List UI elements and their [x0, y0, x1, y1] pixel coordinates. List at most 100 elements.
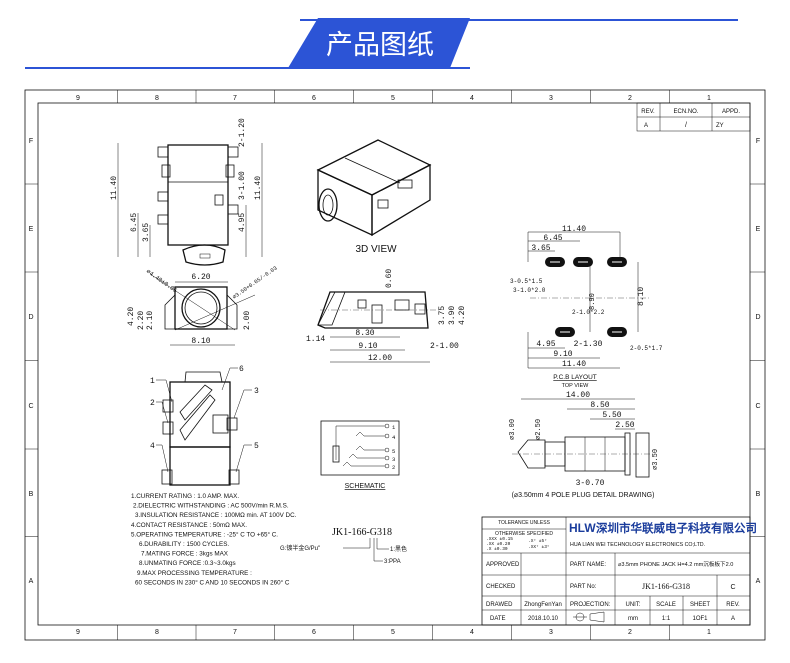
row-label: E — [29, 226, 34, 233]
dimension-label: 9.10 — [553, 350, 572, 359]
dimension-label: SCALE — [656, 602, 676, 608]
row-label: B — [29, 491, 34, 498]
dimension-label: 11.40 — [562, 225, 586, 234]
spec-note: 5.OPERATING TEMPERATURE : -25° C TO +65°… — [131, 530, 278, 538]
dimension-label: 2.50 — [615, 421, 634, 430]
row-label: C — [755, 403, 760, 410]
dimension-label: SHEET — [690, 602, 710, 608]
dimension-label: 2-1.00 — [430, 342, 459, 351]
dimension-label: 1.14 — [306, 335, 325, 344]
dimension-label: P.C.B LAYOUT — [553, 374, 596, 381]
top-view: 11.40 6.45 3.65 11.40 4.95 3-1.00 2-1.20 — [110, 118, 263, 266]
ecn-value: / — [685, 122, 687, 129]
dimension-label: 2.20 — [137, 311, 146, 330]
dimension-label: 2.10 — [146, 311, 155, 330]
dimension-label: 3-0.70 — [576, 479, 605, 488]
row-label: D — [755, 314, 760, 321]
page-title: 产品图纸 — [326, 30, 434, 60]
dimension-label: 3 — [254, 387, 259, 396]
column-label: 3 — [549, 629, 553, 636]
dimension-label: ⌀2.50 — [535, 419, 543, 440]
dimension-label: 1 — [150, 377, 155, 386]
column-label: 4 — [470, 629, 474, 636]
rev-header: REV. — [641, 109, 655, 115]
dimension-label: 9.10 — [358, 342, 377, 351]
dimension-label: 6.45 — [130, 213, 139, 232]
dimension-label: ⌀4.40±0.05 — [145, 268, 179, 295]
dimension-label: 3-1.0*2.0 — [513, 287, 546, 294]
schematic: 1 4 5 3 2 SCHEMATIC — [320, 420, 400, 490]
spec-note: 9.MAX PROCESSING TEMPERATURE : — [137, 570, 252, 577]
dimension-label: 2-0.5*1.7 — [630, 345, 663, 352]
dimension-label: 2-1.30 — [574, 340, 603, 349]
pcb-layout: 11.40 6.45 3.65 8.90 8.10 4.95 2-1.30 9.… — [510, 225, 663, 389]
column-label: 6 — [312, 629, 316, 636]
dimension-label: 8.10 — [191, 337, 210, 346]
column-label: 2 — [628, 95, 632, 102]
row-label: B — [756, 491, 761, 498]
dimension-label: 1OF1 — [692, 616, 708, 622]
dimension-label: 8.30 — [355, 329, 374, 338]
dimension-label: 8.90 — [589, 293, 597, 310]
spec-note: 8.UNMATING FORCE :0.3~3.0kgs — [139, 560, 236, 567]
spec-note: 4.CONTACT RESISTANCE : 50mΩ MAX. — [131, 522, 247, 529]
dimension-label: 3.65 — [531, 244, 550, 253]
dimension-label: mm — [628, 616, 638, 622]
dimension-label: TOLERANCE UNLESS — [498, 520, 551, 526]
column-label: 6 — [312, 95, 316, 102]
column-label: 9 — [76, 629, 80, 636]
dimension-label: 4 — [150, 442, 155, 451]
dimension-label: 12.00 — [368, 354, 392, 363]
dimension-label: .XXX ±0.15 — [486, 536, 513, 542]
column-label: 5 — [391, 95, 395, 102]
dimension-label: 4.95 — [238, 213, 247, 232]
dimension-label: CHECKED — [486, 584, 516, 590]
company-logo: HLW — [569, 521, 596, 535]
dimension-label: 1 — [392, 424, 396, 431]
dimension-label: C — [730, 584, 735, 591]
part-code-legend: JK1-166-G318 G:镀半金G/Pu" 1:黑色 3:PPA — [280, 527, 407, 565]
dimension-label: JK1-166-G318 — [642, 582, 690, 591]
dimension-label: 2 — [150, 399, 155, 408]
dimension-label: 5.50 — [602, 411, 621, 420]
dimension-label: HUA LIAN WEI TECHNOLOGY ELECTRONICS CO;L… — [570, 542, 705, 548]
dimension-label: 2.00 — [243, 311, 252, 330]
dimension-label: 1:1 — [662, 616, 671, 622]
column-label: 5 — [391, 629, 395, 636]
dimension-label: 4.20 — [458, 306, 467, 325]
side-view: 8.30 9.10 12.00 1.14 2-1.00 0.60 3.75 3.… — [306, 269, 467, 363]
row-label: D — [28, 314, 33, 321]
dimension-label: .XX° ±3° — [528, 544, 550, 550]
spec-note: 7.MATING FORCE : 3kgs MAX — [141, 551, 229, 558]
dimension-label: 5 — [254, 442, 259, 451]
column-label: 8 — [155, 629, 159, 636]
dimension-label: 3.90 — [448, 306, 457, 325]
dimension-label: PART No: — [570, 584, 597, 590]
dimension-label: SCHEMATIC — [345, 483, 386, 490]
spec-note: 2.DIELECTRIC WITHSTANDING : AC 500V/min … — [133, 503, 289, 510]
dimension-label: ZhongFenYan — [524, 602, 562, 608]
dimension-label: 3-1.00 — [238, 171, 247, 200]
dimension-label: 6.20 — [191, 273, 210, 282]
title-block: TOLERANCE UNLESS OTHERWISE SPECIFIED .XX… — [481, 516, 757, 626]
dimension-label: A — [731, 616, 735, 622]
spec-notes: 1.CURRENT RATING : 1.0 AMP. MAX.2.DIELEC… — [131, 493, 297, 586]
iso-view-label: 3D VIEW — [355, 244, 397, 255]
dimension-label: 11.40 — [110, 176, 119, 200]
dimension-label: ⌀3.00 — [509, 419, 517, 440]
column-label: 2 — [628, 629, 632, 636]
column-label: 1 — [707, 629, 711, 636]
dimension-label: OTHERWISE SPECIFIED — [495, 531, 553, 537]
header-banner — [288, 18, 470, 68]
dimension-label: 深圳市华联威电子科技有限公司 — [596, 521, 757, 535]
spec-note: 60 SECONDS IN 230° C AND 10 SECONDS IN 2… — [135, 578, 290, 586]
dimension-label: 4.20 — [127, 307, 136, 326]
dimension-label: REV. — [726, 602, 740, 608]
iso-view: 3D VIEW — [316, 139, 432, 255]
dimension-label: .XX ±0.20 — [486, 541, 511, 547]
page-header: 产品图纸 — [25, 18, 738, 69]
appd-value: ZY — [716, 123, 724, 129]
dimension-label: 4.95 — [536, 340, 555, 349]
dimension-label: 11.40 — [562, 360, 586, 369]
